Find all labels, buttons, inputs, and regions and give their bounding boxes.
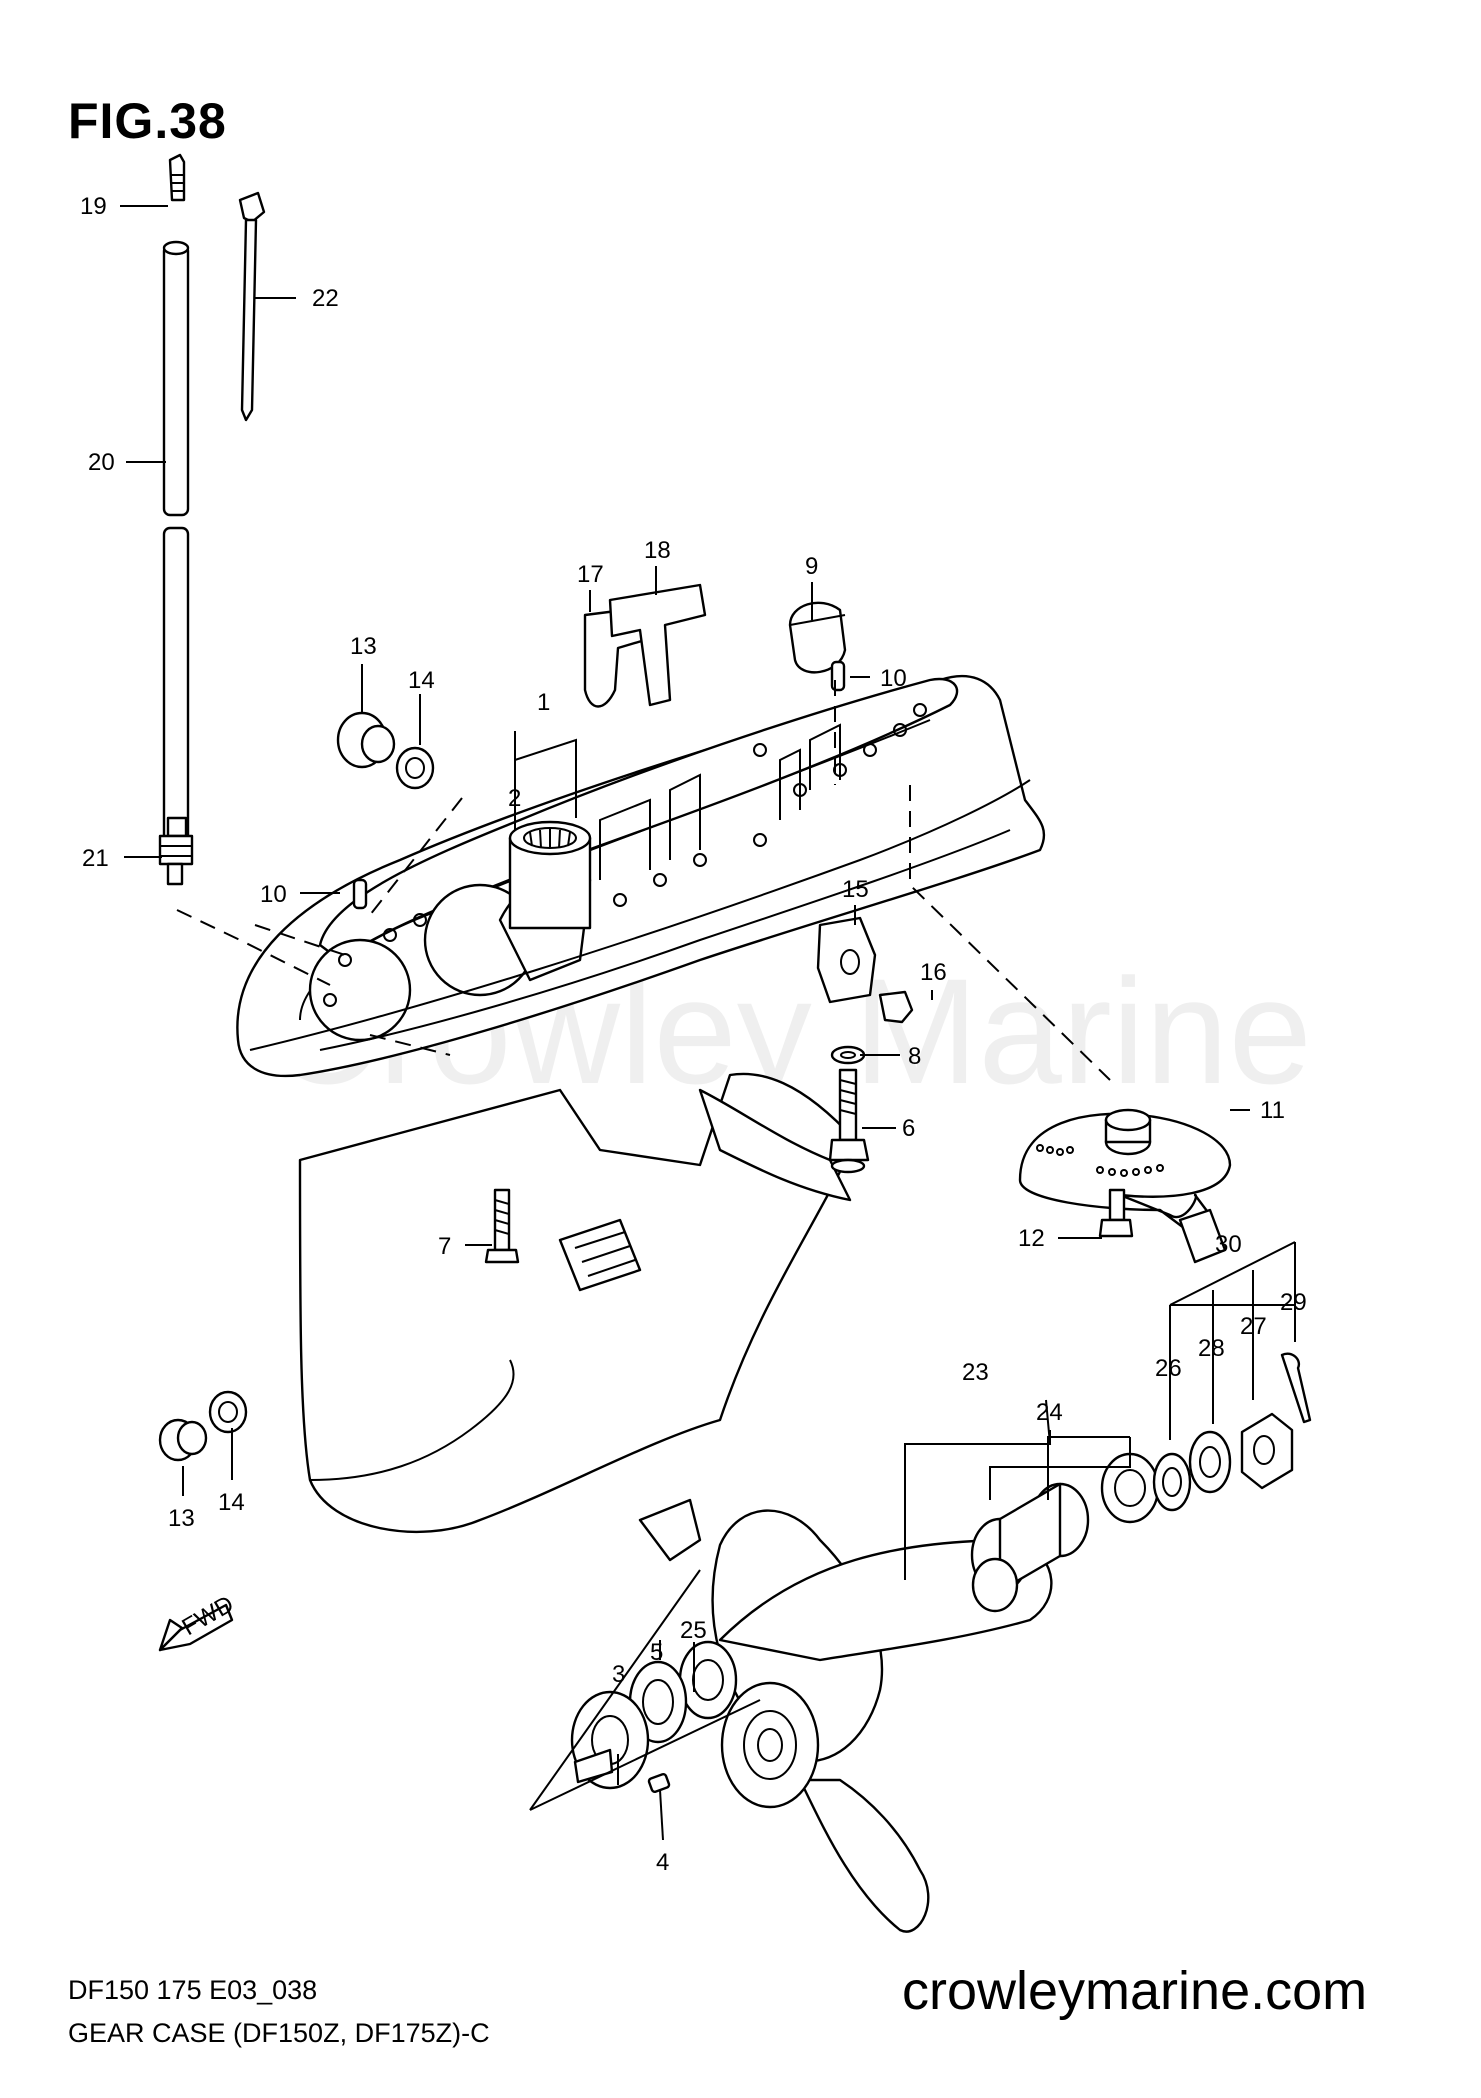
key-4 [647,1772,671,1794]
dowel-pin-top [830,660,846,692]
gasket-14-top [395,746,435,790]
callout-2: 2 [508,785,521,812]
callout-18: 18 [644,537,671,564]
screw-16 [878,990,914,1024]
callout-27: 27 [1240,1313,1267,1340]
callout-1: 1 [537,689,550,716]
prop-nut [1240,1412,1294,1490]
callout-15: 15 [842,876,869,903]
pad [816,916,877,1004]
driveshaft-bushing [508,820,592,930]
cap [788,601,847,674]
fwd-arrow-icon: FWD [158,1590,238,1652]
callout-16: 16 [920,959,947,986]
dashed-leaders [176,680,1111,1081]
callout-10-side: 10 [260,881,287,908]
plug-13-bottom [158,1418,208,1462]
callout-9: 9 [805,553,818,580]
callout-17: 17 [577,561,604,588]
callout-19: 19 [80,193,107,220]
callout-23: 23 [962,1359,989,1386]
callout-30: 30 [1215,1231,1242,1258]
callout-14-top: 14 [408,667,435,694]
trim-tab-anode [1018,1108,1232,1264]
callout-11: 11 [1260,1097,1285,1124]
washer-8 [830,1045,866,1065]
callout-21: 21 [82,845,109,872]
callout-3: 3 [612,1661,625,1688]
bolt-7 [484,1188,520,1264]
propeller [711,1509,1053,1933]
thrust-washer-3 [570,1690,650,1790]
prop-shaft-leaders [529,1569,761,1811]
callout-25: 25 [680,1617,707,1644]
gasket-14-bottom [208,1390,248,1434]
water-tube-fitting-bottom [158,816,194,886]
thrust-hub-25 [678,1640,738,1720]
callout-20: 20 [88,449,115,476]
bolt-12 [1098,1188,1134,1238]
water-tube-fitting-top [168,153,186,202]
callout-13-bottom: 13 [168,1505,195,1532]
callout-labels: 19 22 20 21 13 14 1 2 17 18 9 10 10 15 1… [80,193,1307,1876]
washer-28 [1188,1430,1232,1494]
callout-4: 4 [656,1849,669,1876]
callout-29: 29 [1280,1289,1307,1316]
dowel-pin-side [352,878,368,910]
prop-spacer [970,1482,1090,1613]
callout-13-top: 13 [350,633,377,660]
callout-28: 28 [1198,1335,1225,1362]
spacer-26 [1152,1452,1192,1512]
figure-caption: GEAR CASE (DF150Z, DF175Z)-C [68,2018,490,2048]
figure-title: FIG.38 [68,93,227,149]
callout-5: 5 [650,1639,663,1666]
callout-6: 6 [902,1115,915,1142]
water-tube [162,240,190,845]
callout-22: 22 [312,285,339,312]
model-code: DF150 175 E03_038 [68,1975,318,2005]
mounting-bracket [608,583,707,707]
callout-8: 8 [908,1043,921,1070]
plug-13-top [336,711,396,769]
callout-26: 26 [1155,1355,1182,1382]
cotter-pin [1280,1352,1312,1424]
gear-case-housing [236,674,1046,1562]
callout-7: 7 [438,1233,451,1260]
callout-10-top: 10 [880,665,907,692]
leader-lines [120,205,1296,1841]
bolt-6 [828,1068,870,1174]
callout-24: 24 [1036,1399,1063,1426]
cable-tie [238,191,266,422]
website-label: crowleymarine.com [902,1961,1368,2021]
callout-12: 12 [1018,1225,1045,1252]
callout-14-bottom: 14 [218,1489,245,1516]
